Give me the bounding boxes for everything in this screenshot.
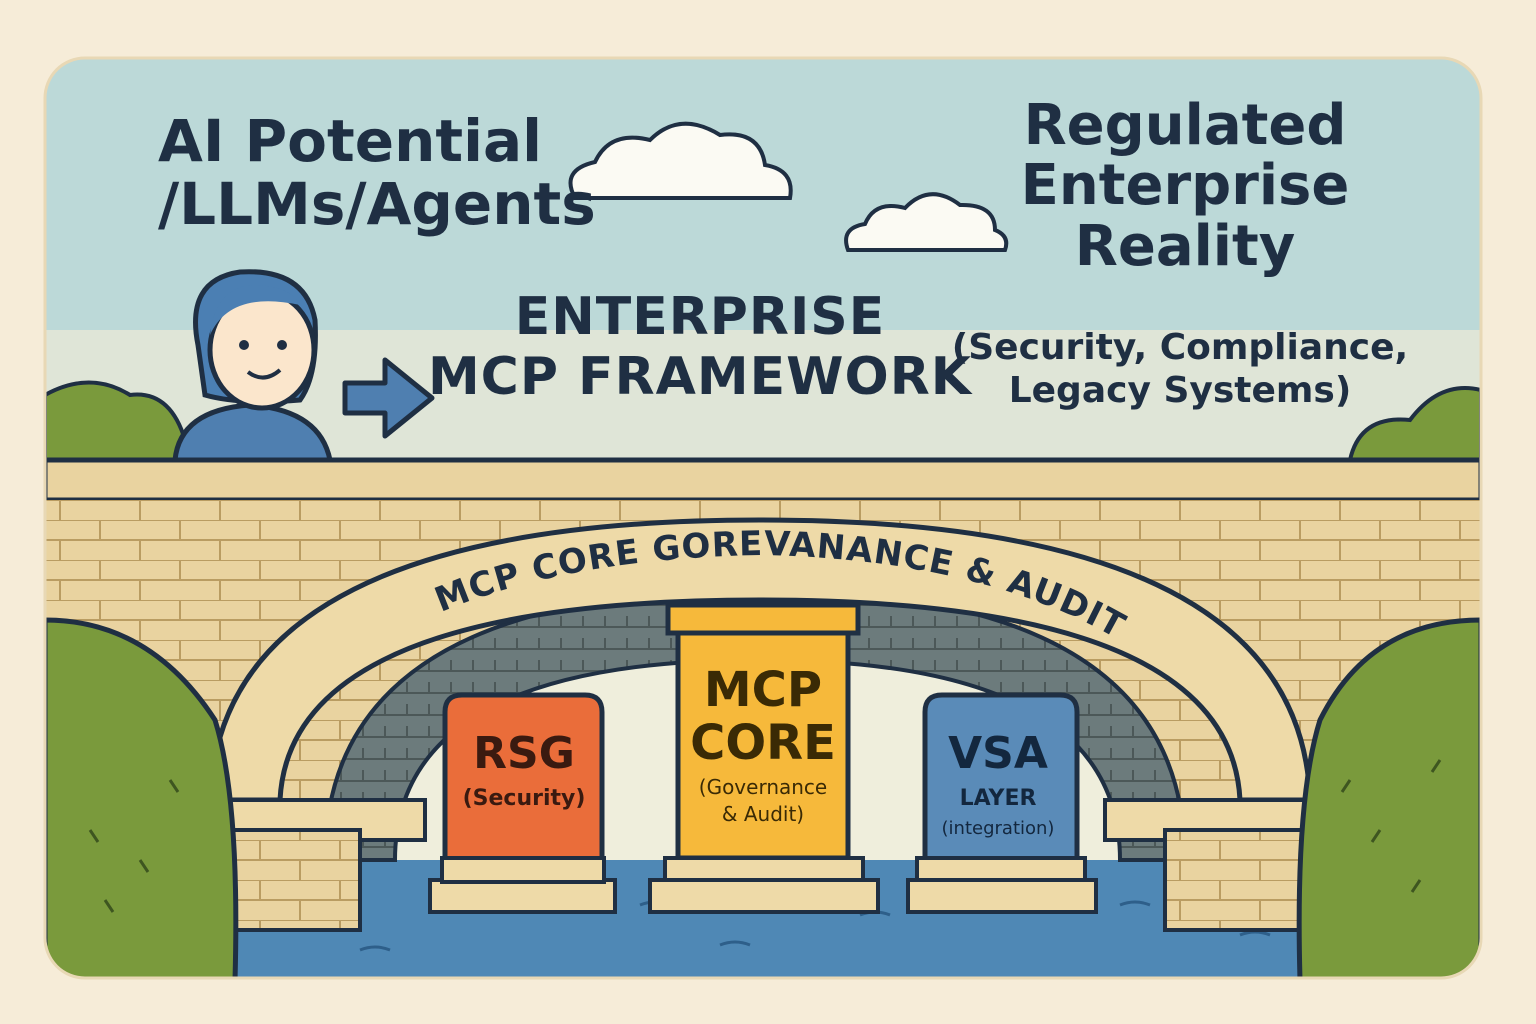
pillar-rsg bbox=[428, 692, 617, 914]
left-heading: AI Potential /LLMs/Agents bbox=[158, 107, 596, 238]
rsg-label: RSG bbox=[473, 728, 575, 779]
bush-left bbox=[45, 617, 239, 978]
cloud-icon bbox=[844, 192, 1009, 252]
center-heading-line1: ENTERPRISE bbox=[514, 287, 886, 347]
bush-right bbox=[1296, 617, 1481, 978]
person-icon bbox=[172, 269, 334, 463]
core-label-line1: MCP bbox=[703, 662, 823, 718]
center-heading: ENTERPRISE MCP FRAMEWORK bbox=[420, 287, 980, 408]
center-heading-line2: MCP FRAMEWORK bbox=[427, 346, 973, 407]
core-label: MCP CORE bbox=[676, 664, 850, 770]
core-subtitle: (Governance & Audit) bbox=[676, 774, 850, 828]
bush bbox=[1348, 386, 1481, 472]
core-subtitle-line1: (Governance bbox=[698, 775, 828, 799]
rsg-subtitle: (Security) bbox=[462, 786, 586, 811]
cloud-icon bbox=[568, 121, 793, 200]
pillar-core bbox=[648, 602, 880, 914]
right-subheading: (Security, Compliance, Legacy Systems) bbox=[951, 327, 1409, 412]
arrow-right-icon bbox=[342, 357, 435, 439]
right-heading: Regulated Enterprise Reality bbox=[1020, 93, 1350, 279]
pillar-vsa bbox=[906, 692, 1098, 914]
bridge-deck bbox=[45, 457, 1481, 503]
core-label-line2: CORE bbox=[690, 714, 836, 771]
vsa-layer-label: LAYER bbox=[959, 786, 1037, 811]
vsa-subtitle: (integration) bbox=[941, 818, 1055, 839]
core-subtitle-line2: & Audit) bbox=[721, 802, 805, 826]
vsa-label: VSA bbox=[948, 728, 1048, 779]
